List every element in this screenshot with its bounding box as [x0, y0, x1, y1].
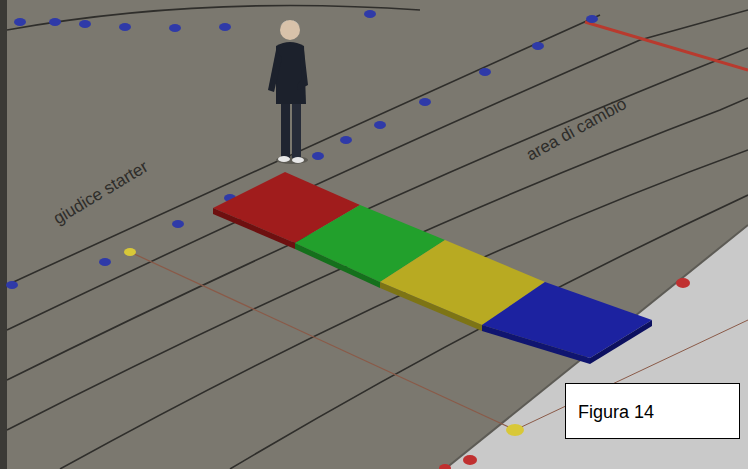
figure-caption-box: Figura 14: [565, 383, 740, 439]
ground-label: giudice starter: [50, 157, 152, 229]
caption-text: Figura 14: [578, 402, 739, 423]
ground-label: area di cambio: [523, 94, 630, 166]
